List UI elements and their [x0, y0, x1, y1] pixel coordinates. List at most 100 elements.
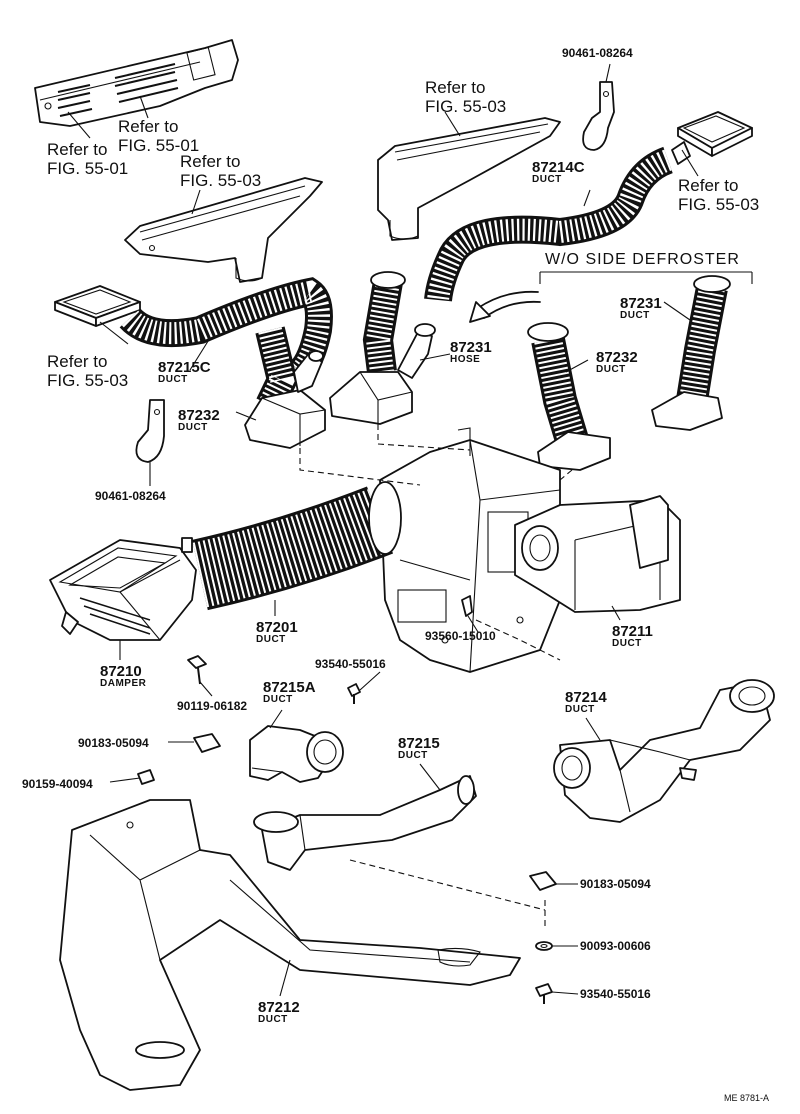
- part-name: DUCT: [596, 364, 626, 375]
- duct-87215A: [249, 725, 344, 783]
- ref-line: Refer to: [47, 352, 108, 371]
- part-name: DUCT: [263, 694, 293, 705]
- fastener-label: 93560-15010: [425, 629, 496, 643]
- ref-line: Refer to: [678, 176, 739, 195]
- fastener-label: 90183-05094: [580, 877, 651, 891]
- fastener-90119: [187, 655, 207, 685]
- part-name: DUCT: [620, 310, 650, 321]
- fastener-93560: [461, 595, 473, 617]
- assembly-lines: [299, 424, 573, 930]
- part-name: DUCT: [398, 750, 428, 761]
- fastener-90183-left: [193, 733, 221, 753]
- ref-line: FIG. 55-03: [425, 97, 507, 116]
- ref-fig-55-01-a: Refer to FIG. 55-01: [47, 140, 128, 178]
- ref-fig-55-03-a: Refer to FIG. 55-03: [180, 152, 261, 190]
- ref-line: FIG. 55-03: [47, 371, 129, 390]
- ref-line: Refer to: [118, 117, 179, 136]
- ref-line: FIG. 55-01: [118, 136, 200, 155]
- ref-line: FIG. 55-01: [47, 159, 129, 178]
- fastener-label: 90093-00606: [580, 939, 651, 953]
- duct-87211: [514, 495, 681, 613]
- part-number: 87231: [450, 339, 492, 356]
- duct-87214: [553, 679, 775, 823]
- ref-fig-55-03-d: Refer to FIG. 55-03: [47, 352, 128, 390]
- fastener-label: 90461-08264: [562, 46, 633, 60]
- dash-register-part: [34, 39, 239, 127]
- damper-87210: [49, 537, 197, 641]
- part-name: DUCT: [612, 638, 642, 649]
- fastener-90183-right: [529, 871, 557, 891]
- ref-line: Refer to: [47, 140, 108, 159]
- banner-rule: [539, 271, 753, 284]
- ref-line: Refer to: [425, 78, 486, 97]
- ref-line: FIG. 55-03: [180, 171, 262, 190]
- part-87232-left: 87232 DUCT: [178, 408, 220, 433]
- part-number: 87215: [398, 735, 440, 752]
- part-87212: 87212 DUCT: [258, 1000, 300, 1025]
- drawing-code: ME 8781-A: [724, 1093, 770, 1103]
- part-name: DUCT: [178, 422, 208, 433]
- part-name: DAMPER: [100, 678, 147, 689]
- fastener-label: 90119-06182: [177, 699, 248, 713]
- duct-87232-right: [527, 322, 611, 471]
- fastener-label: 93540-55016: [580, 987, 651, 1001]
- duct-87232-left: [244, 326, 326, 449]
- fastener-90093: [535, 941, 553, 951]
- fastener-90159: [137, 769, 155, 785]
- ref-fig-55-03-b: Refer to FIG. 55-03: [425, 78, 506, 116]
- part-number: 87212: [258, 999, 300, 1016]
- part-name: DUCT: [158, 374, 188, 385]
- part-87210: 87210 DAMPER: [100, 664, 146, 689]
- side-register-right: [671, 111, 753, 165]
- part-number: 87215C: [158, 359, 211, 376]
- part-87214C: 87214C DUCT: [532, 160, 585, 185]
- fastener-93540-a: [347, 683, 361, 704]
- fastener-93540-b: [535, 983, 553, 1004]
- leader-lines: [67, 63, 699, 997]
- ref-line: FIG. 55-03: [678, 195, 760, 214]
- side-register-left: [54, 285, 141, 327]
- heater-unit: [379, 427, 561, 673]
- ref-line: Refer to: [180, 152, 241, 171]
- part-number: 87231: [620, 295, 662, 312]
- part-number: 87210: [100, 663, 142, 680]
- part-87214: 87214 DUCT: [565, 690, 607, 715]
- part-name: DUCT: [256, 634, 286, 645]
- fastener-label: 90461-08264: [95, 489, 166, 503]
- part-87215: 87215 DUCT: [398, 736, 440, 761]
- part-87231-hose: 87231 HOSE: [450, 340, 492, 365]
- duct-87201: [192, 481, 402, 611]
- part-name: DUCT: [532, 174, 562, 185]
- defroster-nozzle-left: [124, 177, 323, 283]
- part-name: DUCT: [565, 704, 595, 715]
- part-87215C: 87215C DUCT: [158, 360, 211, 385]
- duct-87231-right: [651, 275, 731, 431]
- defroster-nozzle-right: [377, 117, 561, 241]
- hose-87231: [329, 271, 436, 425]
- hose-87214C: [424, 146, 674, 302]
- fastener-label: 93540-55016: [315, 657, 386, 671]
- duct-87215: [253, 775, 477, 871]
- ref-fig-55-03-c: Refer to FIG. 55-03: [678, 176, 759, 214]
- direction-arrow: [469, 290, 541, 323]
- part-87215A: 87215A DUCT: [263, 680, 316, 705]
- part-number: 87232: [596, 349, 638, 366]
- part-87232-right: 87232 DUCT: [596, 350, 638, 375]
- part-number: 87215A: [263, 679, 316, 696]
- part-number: 87214: [565, 689, 607, 706]
- fastener-label: 90183-05094: [78, 736, 149, 750]
- part-number: 87211: [612, 623, 653, 640]
- duct-87212: [59, 799, 521, 1091]
- part-number: 87214C: [532, 159, 585, 176]
- part-number: 87232: [178, 407, 220, 424]
- fastener-label: 90159-40094: [22, 777, 93, 791]
- part-name: DUCT: [258, 1014, 288, 1025]
- clip-90461-top: [582, 81, 615, 151]
- part-87211: 87211 DUCT: [612, 624, 653, 649]
- hose-87215C: [119, 277, 333, 382]
- part-number: 87201: [256, 619, 298, 636]
- part-87231-duct: 87231 DUCT: [620, 296, 662, 321]
- ref-fig-55-01-b: Refer to FIG. 55-01: [118, 117, 199, 155]
